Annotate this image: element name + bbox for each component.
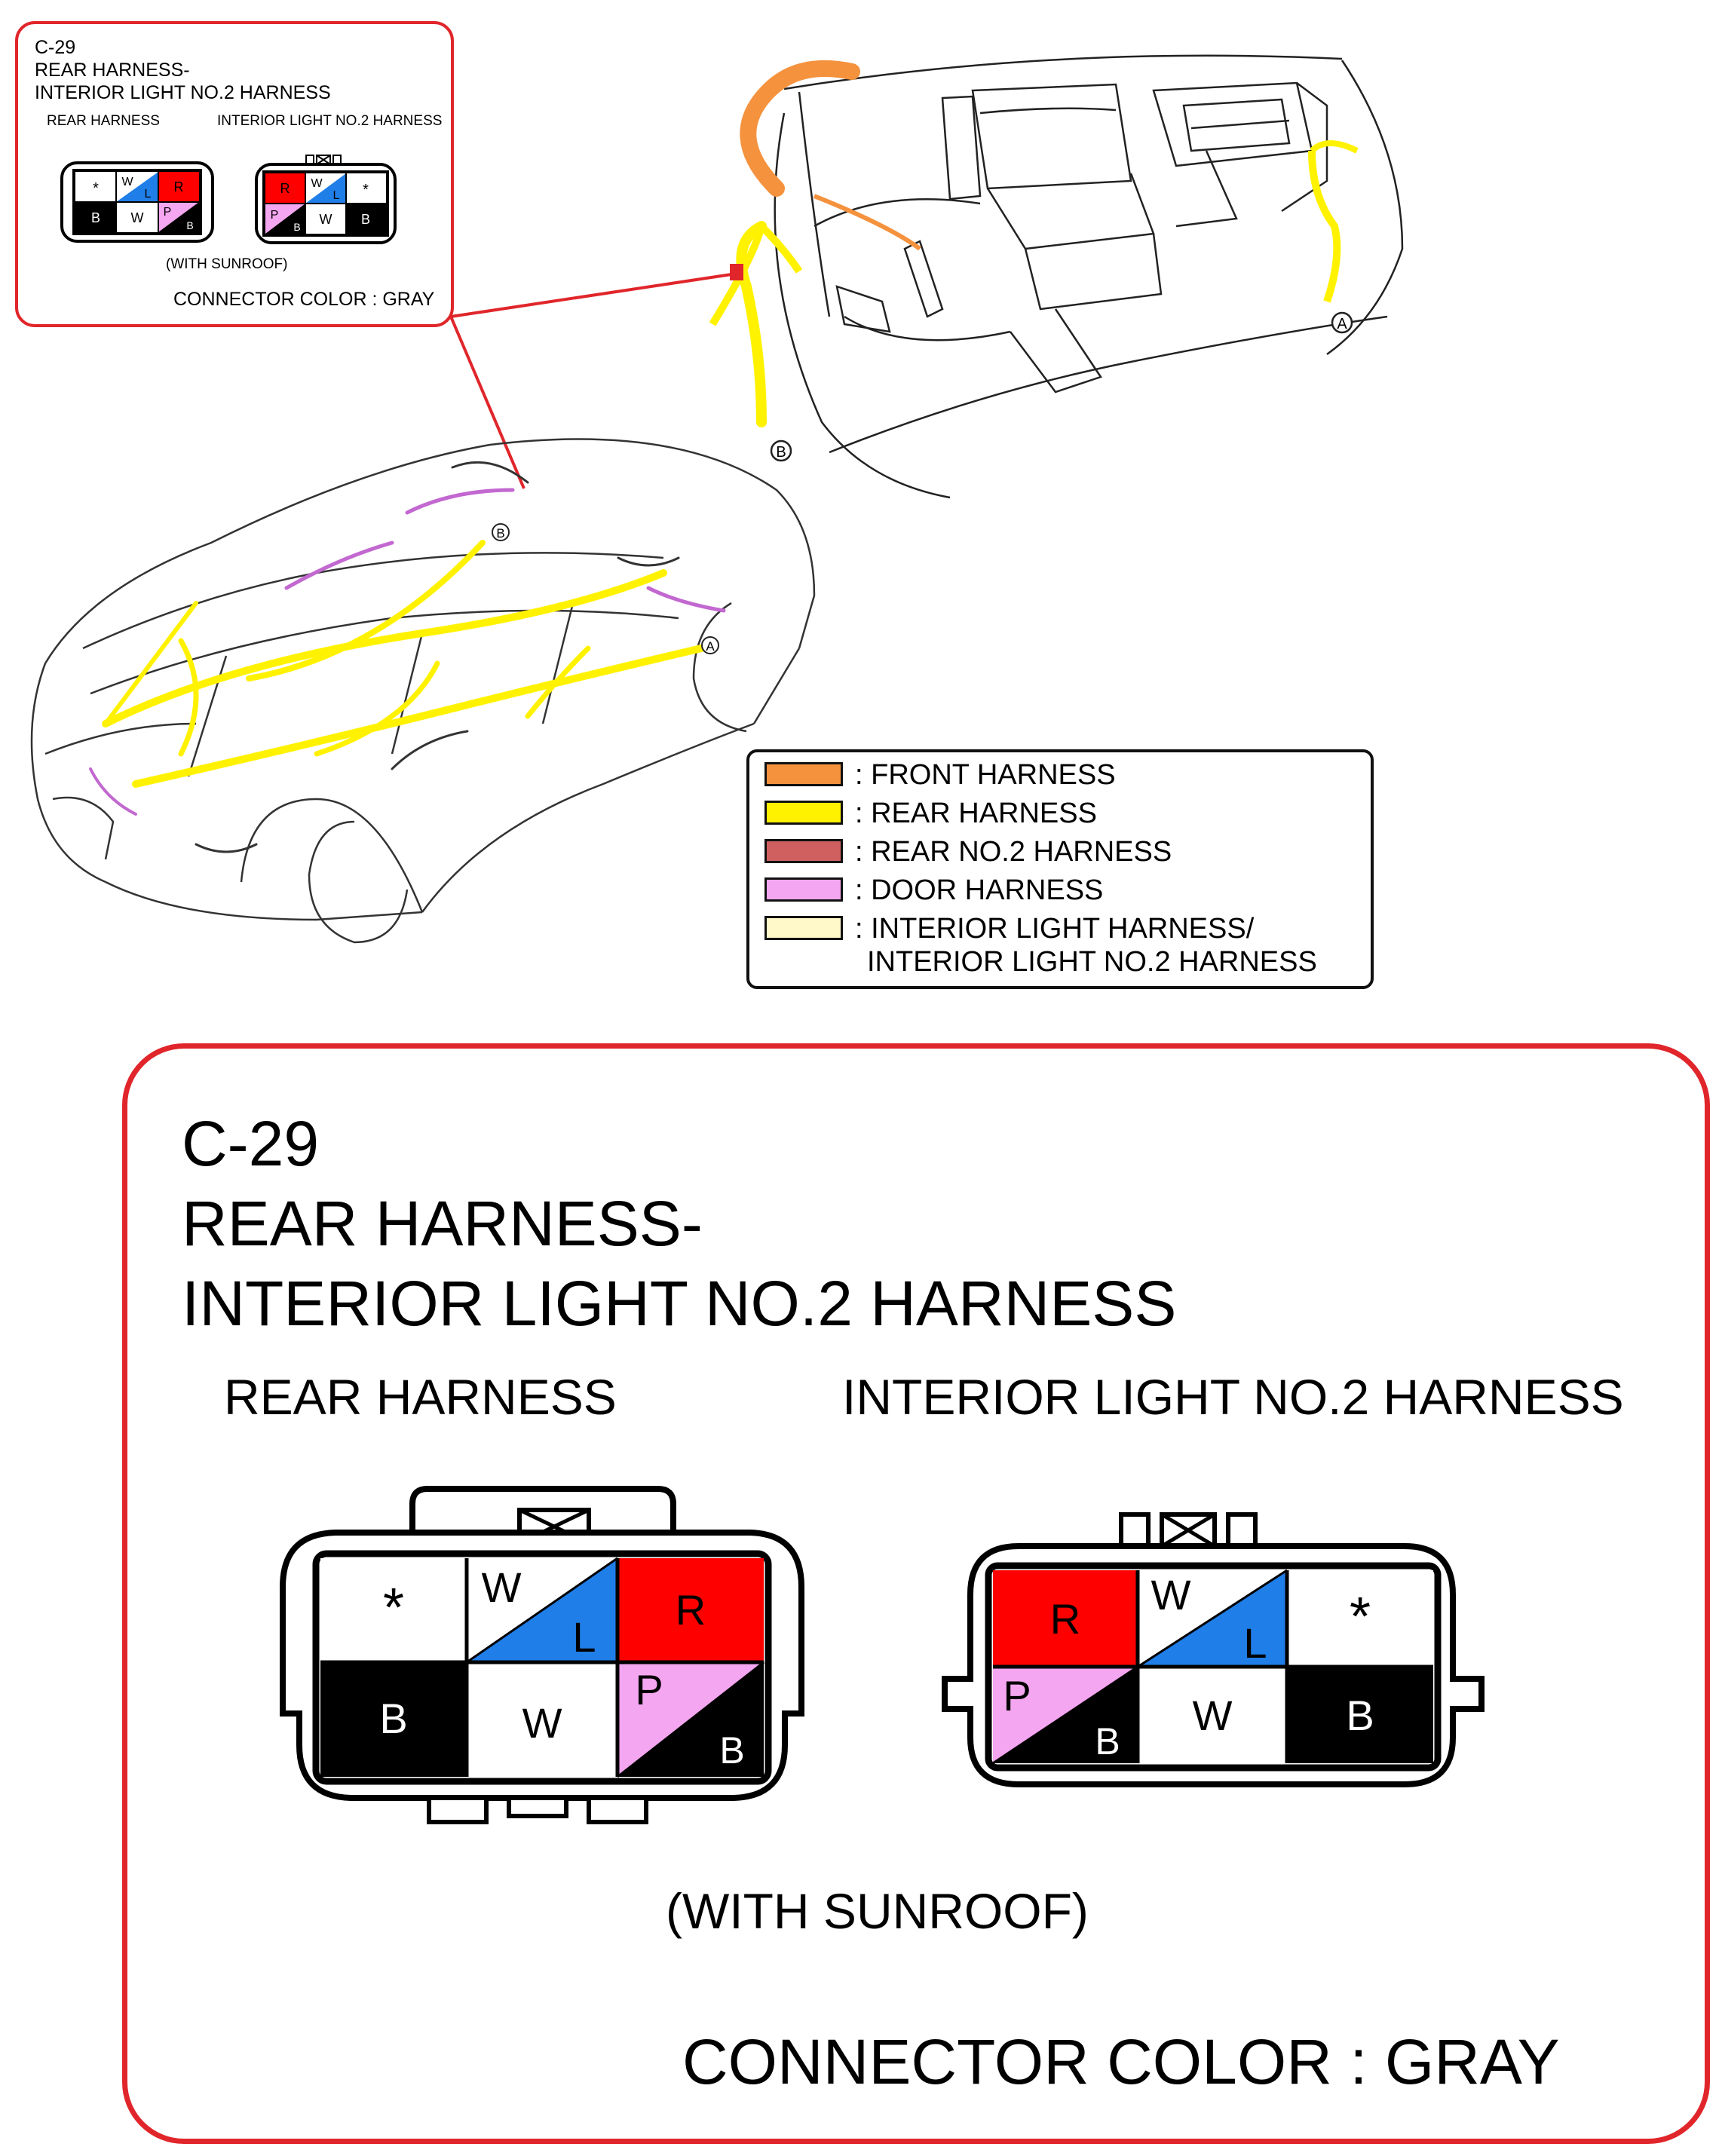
detail-left-connector-label: REAR HARNESS bbox=[224, 1369, 617, 1425]
inset-rear-pin-3: R bbox=[174, 179, 184, 194]
int-pin-cell-1 bbox=[993, 1570, 1138, 1667]
int-pin-4a-label: P bbox=[1003, 1672, 1031, 1720]
inset-title-1: REAR HARNESS- bbox=[35, 60, 190, 81]
rear-pin-6a-label: P bbox=[635, 1666, 663, 1713]
interior-light-no2-connector: R W L * P B W B bbox=[942, 1512, 1485, 1787]
inset-int-pin-5: W bbox=[320, 212, 332, 227]
rear-harness-wire bbox=[736, 221, 767, 427]
inset-int-pin-3: * bbox=[363, 182, 369, 198]
legend-item-interior-light: : INTERIOR LIGHT HARNESS/ bbox=[764, 914, 1254, 944]
inset-int-pin-2b: L bbox=[333, 189, 340, 202]
legend-item-rear-no2: : REAR NO.2 HARNESS bbox=[764, 837, 1172, 867]
int-pin-3-label: * bbox=[1350, 1587, 1371, 1647]
legend-swatch-door bbox=[764, 877, 843, 902]
legend-label-front: : FRONT HARNESS bbox=[855, 759, 1116, 791]
connector-location-marker bbox=[730, 264, 743, 280]
callout-b-car: B bbox=[496, 526, 504, 541]
inset-rear-pin-4: B bbox=[91, 210, 100, 225]
detail-right-connector-label: INTERIOR LIGHT NO.2 HARNESS bbox=[842, 1369, 1624, 1425]
legend-swatch-front bbox=[764, 762, 843, 786]
inset-rear-connector: * W L R B W P B bbox=[60, 161, 214, 243]
rear-pin-4-label: B bbox=[379, 1695, 407, 1742]
legend-label-interior-light-2: INTERIOR LIGHT NO.2 HARNESS bbox=[867, 946, 1317, 978]
inset-rear-pin-2b: L bbox=[145, 188, 152, 201]
inset-rear-pin-5: W bbox=[131, 210, 144, 225]
rear-pin-cell-5 bbox=[467, 1662, 617, 1777]
dashboard-outline bbox=[774, 54, 1404, 499]
legend-label-interior-light: : INTERIOR LIGHT HARNESS/ bbox=[855, 913, 1255, 945]
legend-item-door: : DOOR HARNESS bbox=[764, 875, 1103, 905]
inset-rear-pin-6b: B bbox=[186, 219, 193, 231]
car-harness-wiring bbox=[89, 461, 726, 853]
rear-pin-1-label: * bbox=[383, 1578, 404, 1638]
rear-pin-2b-label: L bbox=[572, 1613, 596, 1661]
inset-rear-pin-6a: P bbox=[164, 206, 172, 219]
int-pin-cell-6 bbox=[1287, 1667, 1433, 1763]
int-pin-6-label: B bbox=[1346, 1692, 1374, 1739]
inset-int-pin-6: B bbox=[361, 212, 370, 227]
detail-title-2: INTERIOR LIGHT NO.2 HARNESS bbox=[182, 1268, 1177, 1339]
inset-interior-connector: R W L * P B W B bbox=[255, 155, 397, 244]
legend-label-rear-no2: : REAR NO.2 HARNESS bbox=[855, 836, 1172, 868]
rear-pin-cell-1 bbox=[320, 1558, 467, 1662]
detail-connector-color: CONNECTOR COLOR : GRAY bbox=[682, 2026, 1560, 2097]
callout-a-top: A bbox=[1337, 316, 1347, 332]
legend-swatch-rear-no2 bbox=[764, 839, 843, 863]
inset-note: (WITH SUNROOF) bbox=[166, 256, 288, 272]
inset-title-2: INTERIOR LIGHT NO.2 HARNESS bbox=[35, 82, 331, 103]
inset-code: C-29 bbox=[35, 37, 76, 58]
legend-label-rear: : REAR HARNESS bbox=[855, 798, 1097, 829]
legend-label-door: : DOOR HARNESS bbox=[855, 874, 1104, 906]
rear-pin-5-label: W bbox=[522, 1699, 562, 1747]
rear-pin-cell-3 bbox=[617, 1558, 764, 1662]
inset-int-pin-1: R bbox=[280, 181, 290, 196]
rear-pin-cell-4 bbox=[320, 1662, 467, 1777]
int-pin-2a-label: W bbox=[1151, 1571, 1191, 1619]
car-body-outline bbox=[30, 438, 816, 944]
legend-swatch-interior-light bbox=[764, 916, 843, 940]
inset-int-pin-4b: B bbox=[293, 221, 300, 233]
int-pin-2b-label: L bbox=[1243, 1619, 1267, 1667]
inset-int-pin-4a: P bbox=[271, 209, 279, 222]
inset-callout: C-29 REAR HARNESS- INTERIOR LIGHT NO.2 H… bbox=[15, 21, 454, 327]
int-pin-cell-3 bbox=[1287, 1570, 1433, 1667]
inset-int-pin-2a: W bbox=[311, 177, 323, 190]
legend-item-rear: : REAR HARNESS bbox=[764, 798, 1097, 828]
inset-right-label: INTERIOR LIGHT NO.2 HARNESS bbox=[217, 113, 443, 129]
rear-pin-2a-label: W bbox=[482, 1563, 522, 1611]
rear-pin-6b-label: B bbox=[719, 1729, 744, 1772]
detail-code: C-29 bbox=[182, 1108, 320, 1179]
detail-title-1: REAR HARNESS- bbox=[182, 1188, 703, 1259]
callout-leader-line-2 bbox=[450, 273, 732, 318]
int-pin-1-label: R bbox=[1050, 1595, 1080, 1643]
harness-illustration: B A B A bbox=[30, 54, 1404, 944]
rear-pin-3-label: R bbox=[676, 1586, 706, 1634]
inset-connector-color: CONNECTOR COLOR : GRAY bbox=[173, 289, 435, 310]
callout-b-top: B bbox=[776, 444, 786, 461]
legend-item-front: : FRONT HARNESS bbox=[764, 760, 1116, 790]
inset-rear-pin-1: * bbox=[93, 180, 99, 197]
detail-sunroof-note: (WITH SUNROOF) bbox=[666, 1883, 1089, 1939]
inset-rear-pin-2a: W bbox=[121, 176, 133, 188]
callout-leader-line bbox=[449, 316, 525, 489]
harness-legend: : FRONT HARNESS : REAR HARNESS : REAR NO… bbox=[746, 749, 1374, 989]
int-pin-5-label: W bbox=[1193, 1692, 1233, 1739]
front-harness-wire bbox=[740, 60, 860, 197]
callout-a-car: A bbox=[706, 639, 715, 654]
connector-detail-panel: C-29 REAR HARNESS- INTERIOR LIGHT NO.2 H… bbox=[122, 1043, 1710, 2144]
int-pin-4b-label: B bbox=[1095, 1720, 1120, 1762]
legend-swatch-rear bbox=[764, 801, 843, 825]
rear-harness-connector: * W L R B W P B bbox=[280, 1486, 804, 1824]
inset-left-label: REAR HARNESS bbox=[47, 113, 160, 129]
int-pin-cell-5 bbox=[1138, 1667, 1287, 1763]
